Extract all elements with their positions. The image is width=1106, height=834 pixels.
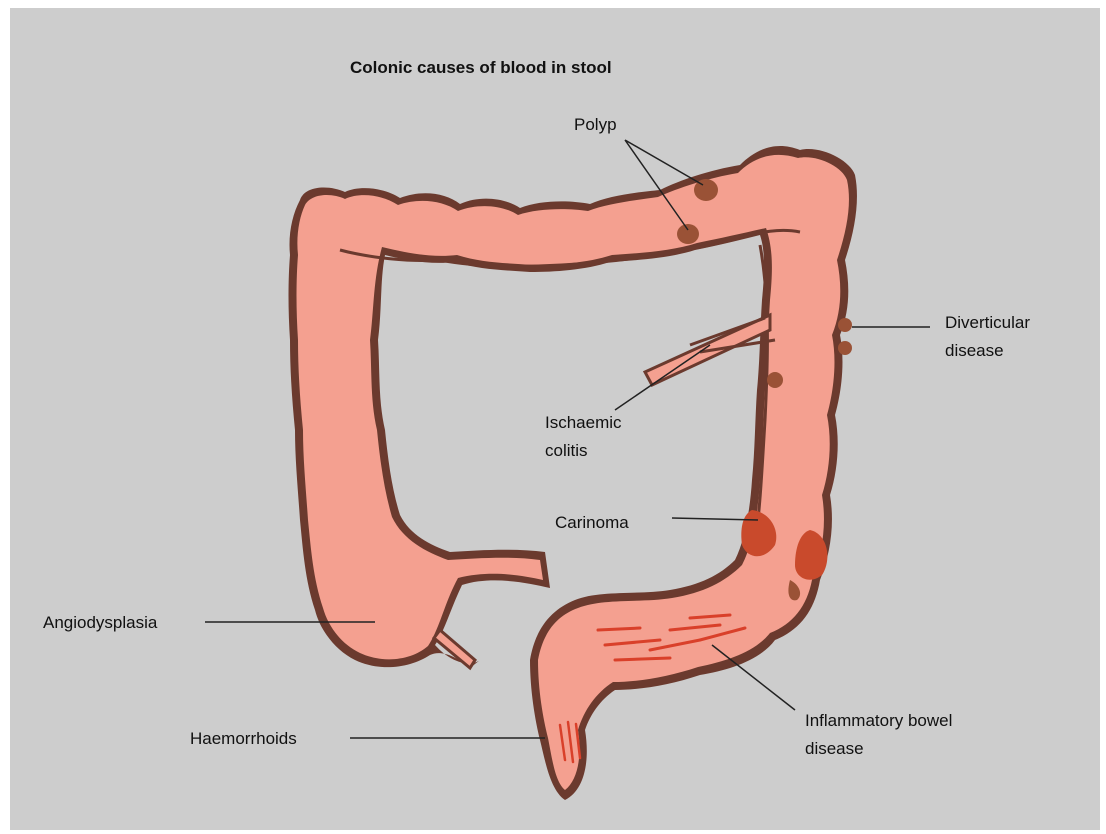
colon-shading	[340, 230, 800, 545]
label-ibd-line2: disease	[805, 738, 864, 760]
label-carinoma: Carinoma	[555, 512, 629, 534]
label-diverticular-line2: disease	[945, 340, 1004, 362]
diagram-title: Colonic causes of blood in stool	[350, 58, 612, 78]
appendix	[434, 630, 475, 668]
leader-ischaemic	[615, 345, 710, 410]
label-angiodysplasia: Angiodysplasia	[43, 612, 157, 634]
label-ischaemic-line2: colitis	[545, 440, 588, 462]
label-ibd-line1: Inflammatory bowel	[805, 710, 952, 732]
label-haemorrhoids: Haemorrhoids	[190, 728, 297, 750]
ischaemic-vessel	[645, 315, 775, 385]
label-polyp: Polyp	[574, 114, 617, 136]
label-ischaemic-line1: Ischaemic	[545, 412, 622, 434]
label-diverticular-line1: Diverticular	[945, 312, 1030, 334]
